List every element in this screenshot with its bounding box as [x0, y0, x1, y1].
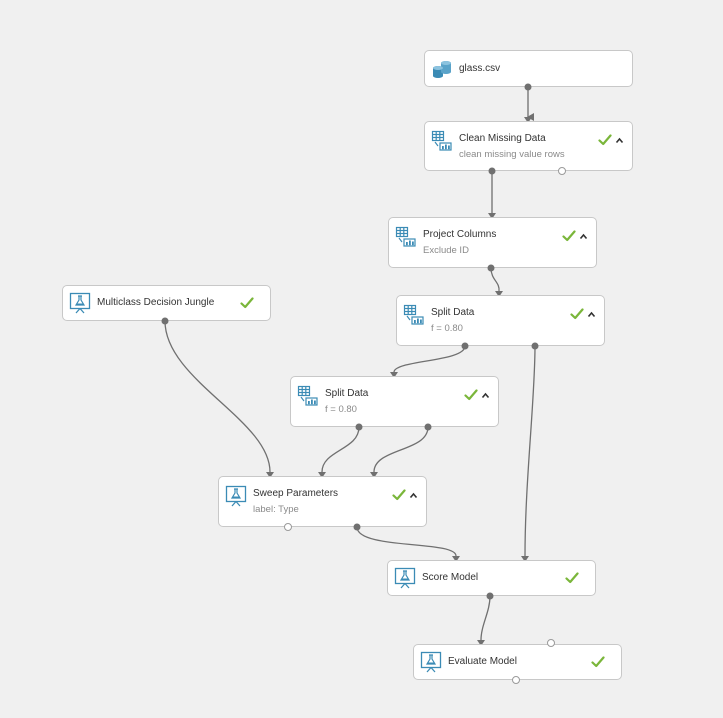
dataset-icon — [431, 58, 453, 80]
module-title: Multiclass Decision Jungle — [97, 297, 215, 308]
connection-sweep-to-score[interactable] — [356, 526, 457, 557]
check-icon — [598, 133, 612, 147]
check-icon — [562, 229, 576, 243]
module-title: Split Data — [325, 388, 369, 399]
flask-icon — [420, 651, 442, 673]
module-multiclass-decision-jungle[interactable]: Multiclass Decision Jungle — [62, 285, 271, 321]
module-subtitle: label: Type — [253, 504, 299, 515]
check-icon — [464, 388, 478, 402]
arrowhead — [524, 117, 532, 123]
check-icon — [240, 296, 254, 310]
connection-split2-to-sweep-b[interactable] — [373, 426, 429, 473]
module-score-model[interactable]: Score Model — [387, 560, 596, 596]
module-split-data-2[interactable]: Split Data f = 0.80 — [290, 376, 499, 427]
table-transform-icon — [403, 304, 425, 326]
connection-split1-to-split2[interactable] — [393, 345, 466, 373]
connection-project-to-split1[interactable] — [490, 267, 500, 292]
arrowhead — [488, 213, 496, 219]
check-icon — [565, 571, 579, 585]
arrowhead — [266, 472, 274, 478]
module-title: Clean Missing Data — [459, 133, 546, 144]
check-icon — [591, 655, 605, 669]
module-title: glass.csv — [459, 62, 501, 74]
arrowhead — [390, 372, 398, 378]
module-title: Sweep Parameters — [253, 488, 339, 499]
module-sweep-parameters[interactable]: Sweep Parameters label: Type — [218, 476, 427, 527]
connection-split1-to-score[interactable] — [524, 345, 536, 557]
module-title: Score Model — [422, 572, 479, 583]
connection-split2-to-sweep-a[interactable] — [321, 426, 360, 473]
collapse-caret-icon[interactable] — [409, 491, 418, 500]
arrowhead — [495, 291, 503, 297]
module-clean-missing-data[interactable]: Clean Missing Data clean missing value r… — [424, 121, 633, 171]
collapse-caret-icon[interactable] — [579, 232, 588, 241]
module-title: Split Data — [431, 307, 475, 318]
module-subtitle: Exclude ID — [423, 245, 469, 256]
arrowhead — [521, 556, 529, 562]
table-transform-icon — [297, 385, 319, 407]
flask-icon — [69, 292, 91, 314]
arrowhead — [452, 556, 460, 562]
module-subtitle: f = 0.80 — [431, 323, 463, 334]
module-subtitle: clean missing value rows — [459, 149, 565, 160]
module-glass-csv[interactable]: glass.csv — [424, 50, 633, 87]
connection-multiclass-to-sweep[interactable] — [164, 320, 271, 473]
collapse-caret-icon[interactable] — [587, 310, 596, 319]
module-evaluate-model[interactable]: Evaluate Model — [413, 644, 622, 680]
collapse-caret-icon[interactable] — [481, 391, 490, 400]
check-icon — [392, 488, 406, 502]
connection-score-to-evaluate[interactable] — [480, 595, 491, 641]
module-project-columns[interactable]: Project Columns Exclude ID — [388, 217, 597, 268]
collapse-caret-icon[interactable] — [615, 136, 624, 145]
module-title: Evaluate Model — [448, 656, 517, 667]
flask-icon — [394, 567, 416, 589]
check-icon — [570, 307, 584, 321]
table-transform-icon — [431, 130, 453, 152]
table-transform-icon — [395, 226, 417, 248]
module-split-data-1[interactable]: Split Data f = 0.80 — [396, 295, 605, 346]
module-subtitle: f = 0.80 — [325, 404, 357, 415]
flask-icon — [225, 485, 247, 507]
arrowhead — [370, 472, 378, 478]
module-title: Project Columns — [423, 229, 497, 240]
arrowhead — [318, 472, 326, 478]
arrowhead — [477, 640, 485, 646]
